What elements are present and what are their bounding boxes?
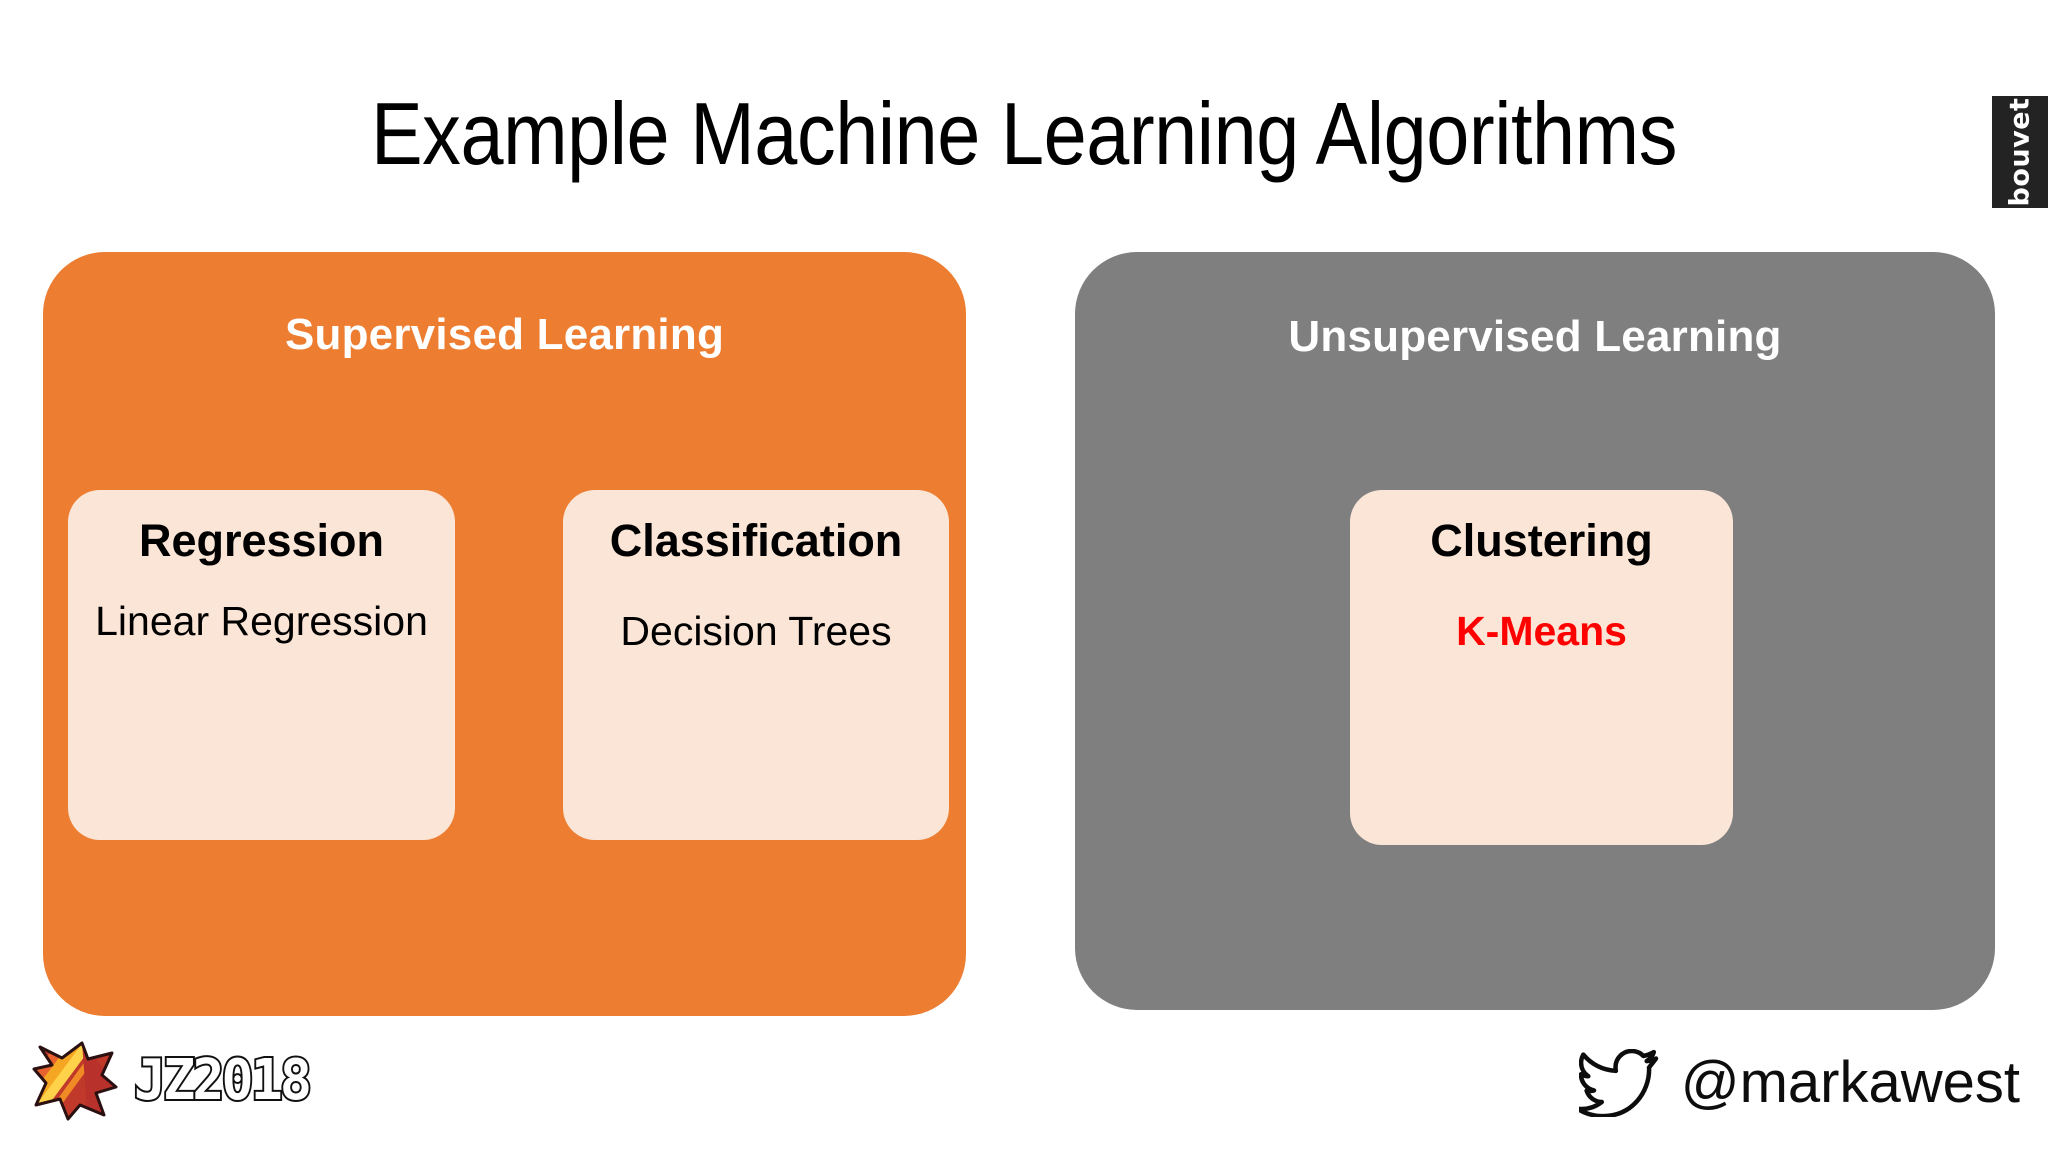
panel-heading-supervised: Supervised Learning [284,310,725,359]
jz-star-icon [32,1041,118,1121]
social-handle-text: @markawest [1680,1050,2020,1115]
card-body-classification: Decision Trees [620,608,892,654]
panel-supervised-learning: Supervised Learning Regression Linear Re… [43,252,966,1016]
card-clustering: Clustering K-Means [1350,490,1733,845]
card-classification: Classification Decision Trees [563,490,949,840]
conference-logo: JZ2018 [32,1040,362,1122]
twitter-bird-icon [1578,1049,1658,1117]
card-body-regression: Linear Regression [95,598,428,644]
card-title-regression: Regression [138,515,385,566]
card-title-clustering: Clustering [1430,515,1653,566]
bouvet-logo-text: bouvet [2004,97,2036,207]
bouvet-logo: bouvet [1992,96,2048,208]
card-body-clustering: K-Means [1456,608,1627,654]
panel-heading-unsupervised: Unsupervised Learning [1288,312,1782,361]
social-handle-block[interactable]: @markawest [1578,1042,2020,1124]
panel-unsupervised-learning: Unsupervised Learning Clustering K-Means [1075,252,1995,1010]
card-title-classification: Classification [609,515,903,566]
conference-logo-text: JZ2018 [132,1048,314,1113]
page-title: Example Machine Learning Algorithms [370,84,1678,183]
card-regression: Regression Linear Regression [68,490,455,840]
